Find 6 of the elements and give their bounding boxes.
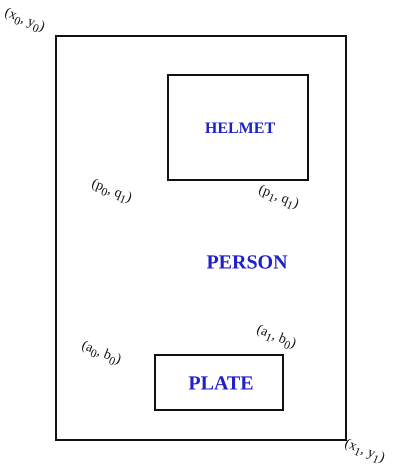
plate-box bbox=[154, 354, 284, 411]
helmet-box bbox=[167, 74, 309, 181]
person-frame bbox=[55, 35, 347, 441]
node-label: PLATE bbox=[188, 372, 254, 396]
node-label: PERSON bbox=[206, 252, 288, 274]
node-label: HELMET bbox=[204, 120, 276, 138]
